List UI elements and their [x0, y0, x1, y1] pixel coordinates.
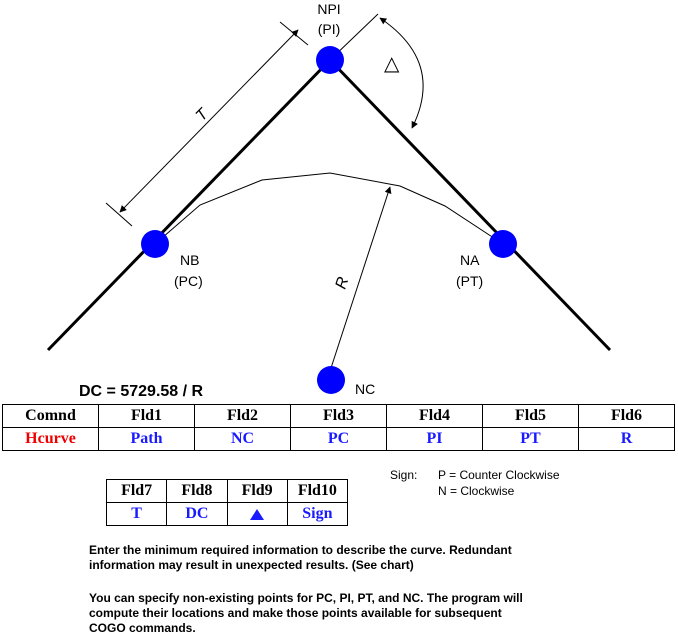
header-fld7: Fld7	[105, 479, 168, 503]
header-fld4: Fld4	[386, 404, 483, 428]
pt-point[interactable]	[489, 230, 517, 258]
table-header-row: Fld7 Fld8 Fld9 Fld10	[105, 479, 349, 503]
dc-formula: DC = 5729.58 / R	[79, 383, 204, 400]
horizontal-curve	[154, 172, 504, 245]
header-comnd: Comnd	[2, 404, 99, 428]
header-fld10: Fld10	[286, 479, 349, 503]
value-fld10: Sign	[286, 502, 349, 526]
nb-label: NB	[180, 252, 199, 268]
delta-symbol: △	[384, 53, 400, 75]
table-header-row: Comnd Fld1 Fld2 Fld3 Fld4 Fld5 Fld6	[2, 404, 675, 428]
sign-n-text: N = Clockwise	[438, 484, 515, 498]
value-fld5: PT	[482, 427, 579, 451]
sign-label: Sign:	[390, 468, 418, 482]
table-value-row: Hcurve Path NC PC PI PT R	[2, 427, 675, 451]
t-extension-lower	[105, 202, 133, 227]
hcurve-extra-fields-table: Fld7 Fld8 Fld9 Fld10 T DC Sign	[105, 479, 349, 526]
table-value-row: T DC Sign	[105, 502, 349, 526]
value-fld6: R	[578, 427, 675, 451]
sign-p-text: P = Counter Clockwise	[438, 468, 560, 482]
delta-angle-arc	[379, 17, 424, 129]
t-label: T	[193, 105, 213, 125]
pt-label: (PT)	[456, 273, 483, 289]
pc-point[interactable]	[141, 230, 169, 258]
value-fld3: PC	[290, 427, 387, 451]
curve-diagram: △ NPI (PI) NB (PC) NA (PT) NC T R DC = 5…	[46, 1, 612, 400]
header-fld6: Fld6	[578, 404, 675, 428]
note-line: compute their locations and make those p…	[89, 606, 502, 620]
note-line: COGO commands.	[89, 621, 196, 635]
t-dimension-arrow	[119, 29, 299, 213]
note-redundant-info: Enter the minimum required information t…	[89, 543, 512, 573]
t-extension-upper	[279, 21, 309, 46]
header-fld2: Fld2	[194, 404, 291, 428]
note-non-existing-points: You can specify non-existing points for …	[89, 591, 523, 636]
pc-label: (PC)	[174, 273, 203, 289]
triangle-up-icon	[250, 508, 265, 520]
r-label: R	[333, 275, 353, 292]
back-tangent-line	[46, 58, 332, 352]
value-fld7: T	[105, 502, 168, 526]
nc-label: NC	[355, 381, 375, 397]
nc-point[interactable]	[317, 366, 345, 394]
header-fld5: Fld5	[482, 404, 579, 428]
value-fld9	[226, 502, 288, 526]
note-line: You can specify non-existing points for …	[89, 591, 523, 605]
value-command: Hcurve	[2, 427, 99, 451]
header-fld3: Fld3	[290, 404, 387, 428]
value-fld8: DC	[166, 502, 228, 526]
pi-label: (PI)	[318, 21, 341, 37]
value-fld2: NC	[194, 427, 291, 451]
na-label: NA	[460, 252, 480, 268]
header-fld8: Fld8	[166, 479, 228, 503]
header-fld1: Fld1	[98, 404, 195, 428]
ahead-tangent-line	[328, 58, 612, 352]
pi-point[interactable]	[316, 46, 344, 74]
note-line: Enter the minimum required information t…	[89, 543, 512, 557]
header-fld9: Fld9	[226, 479, 288, 503]
hcurve-fields-table: Comnd Fld1 Fld2 Fld3 Fld4 Fld5 Fld6 Hcur…	[2, 404, 675, 451]
npi-label: NPI	[317, 1, 340, 17]
note-line: information may result in unexpected res…	[89, 558, 414, 572]
value-fld1: Path	[98, 427, 195, 451]
radius-arrow	[330, 186, 392, 369]
value-fld4: PI	[386, 427, 483, 451]
